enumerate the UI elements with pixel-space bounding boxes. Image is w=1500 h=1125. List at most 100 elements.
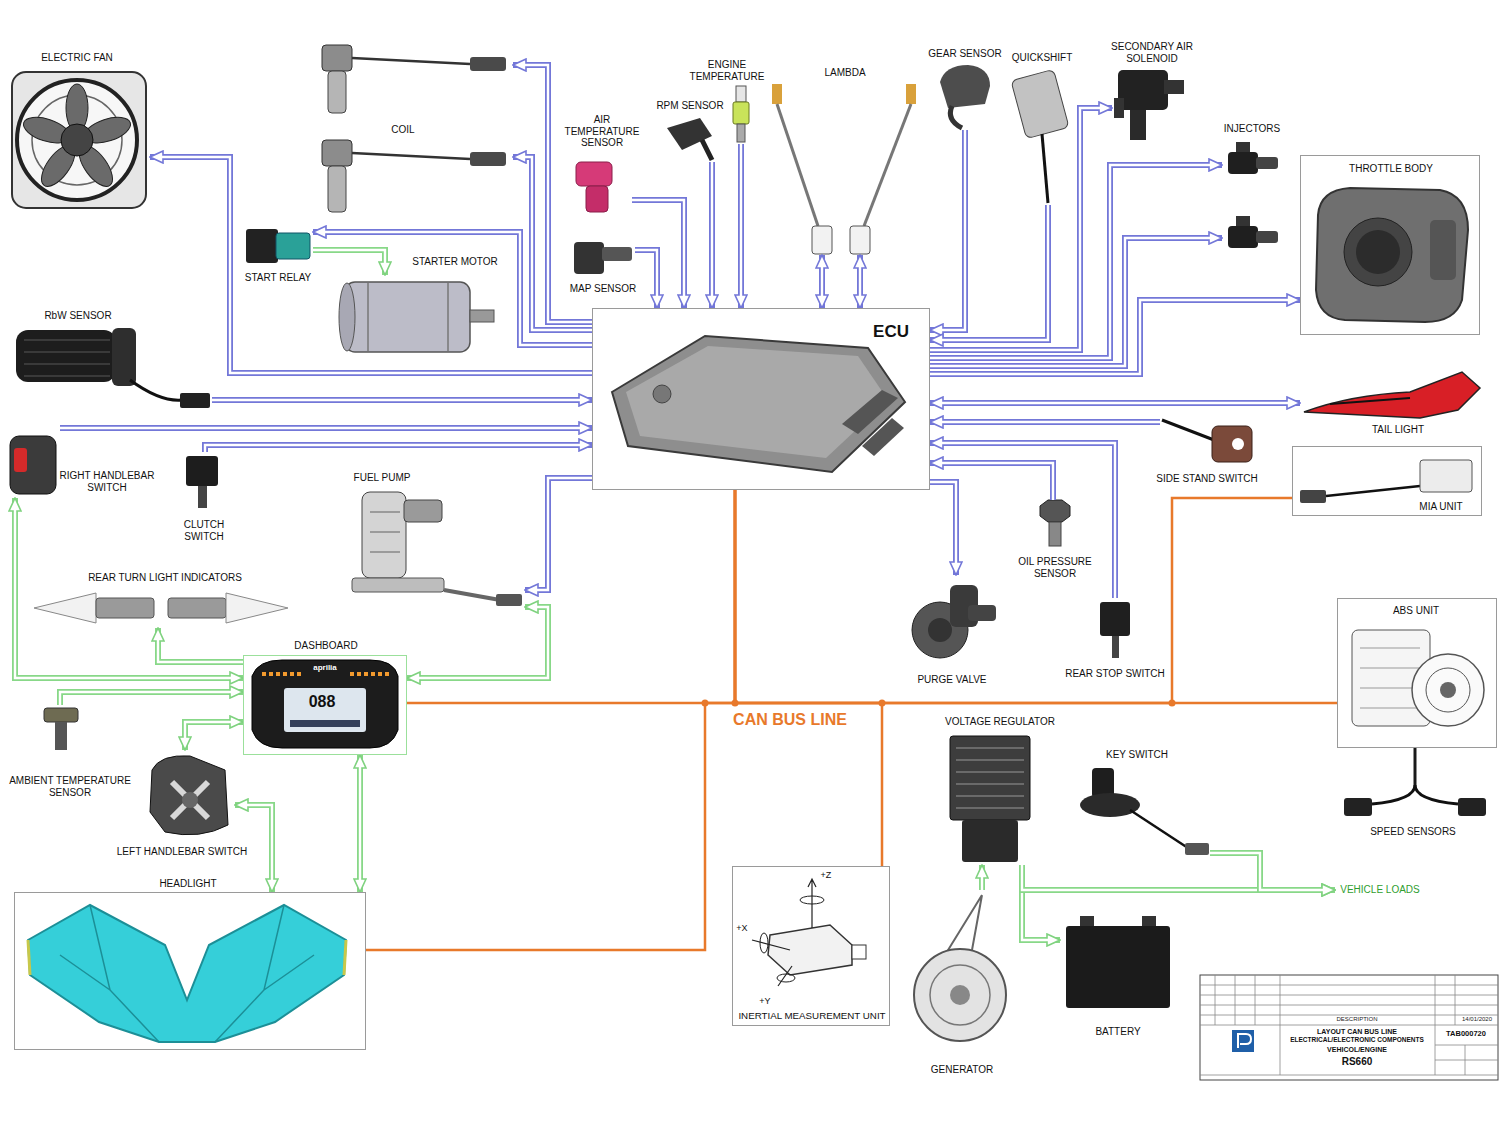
signal-arrow: [712, 162, 713, 308]
signal-arrow: [930, 130, 965, 330]
headlight-lens: [28, 905, 346, 1042]
component-node: MAP SENSOR: [570, 237, 635, 279]
abs-motor: [1412, 654, 1484, 726]
component-node: AIR TEMPERATURE SENSOR: [570, 150, 632, 215]
component-label: TAIL LIGHT: [1372, 424, 1424, 436]
component-label: CLUTCH SWITCH: [172, 519, 236, 542]
rpm-sensor-picture: [667, 118, 712, 160]
regulator-socket: [962, 820, 1018, 862]
component-label: HEADLIGHT: [159, 878, 216, 890]
ecu-socket: [862, 418, 904, 456]
table-header: DESCRIPTION: [1336, 1016, 1377, 1022]
pump-head: [404, 500, 442, 522]
signal-arrow: [212, 397, 592, 403]
switch-body: [186, 456, 218, 486]
start-relay-picture: [246, 229, 310, 263]
power-arrow: [360, 755, 361, 892]
sensor-plug: [736, 86, 746, 102]
ecu-hole: [653, 385, 671, 403]
signal-arrow: [930, 443, 1115, 598]
power-arrow: [982, 865, 983, 890]
map-sensor-picture: [574, 242, 632, 274]
bus-junctions: [702, 700, 1176, 707]
signal-arrow: [822, 255, 823, 308]
can-bus-line: [407, 490, 735, 703]
power-arrow: [60, 692, 243, 705]
component-label: SPEED SENSORS: [1370, 826, 1456, 838]
mia-module: [1420, 460, 1472, 492]
brand-mark: aprilia: [313, 664, 337, 672]
abs-unit-picture: [1352, 630, 1484, 726]
model-name: RS660: [1342, 1057, 1373, 1067]
signal-arrow: [205, 445, 592, 452]
injectors-picture: [1228, 142, 1278, 248]
signal-arrow: [60, 425, 592, 431]
mia-cable: [1326, 486, 1420, 496]
ecu-case: [612, 336, 905, 472]
headlight-picture: [28, 905, 346, 1042]
injector-body: [1228, 152, 1258, 174]
quickshift-picture: [1011, 69, 1069, 203]
component-node: CLUTCH SWITCH: [182, 452, 227, 512]
signal-arrow: [930, 422, 1160, 423]
injector-top: [1236, 142, 1250, 152]
can-bus-line: [735, 490, 882, 866]
injector-nozzle: [1256, 231, 1278, 243]
probe-wire: [864, 104, 911, 226]
signal-arrow: [930, 443, 1115, 598]
signal-arrow: [930, 482, 956, 575]
coil-wire: [352, 58, 470, 64]
arrow-core: [930, 482, 956, 563]
power-arrow: [979, 865, 985, 890]
component-node: SIDE STAND SWITCH: [1160, 415, 1260, 470]
signal-arrow: [150, 157, 592, 373]
coil-wire: [352, 153, 470, 159]
power-arrow: [1022, 865, 1335, 890]
component-node: STARTER MOTOR: [336, 275, 496, 360]
arrow-core: [212, 399, 580, 401]
pump-body: [362, 492, 406, 578]
valve-body: [1118, 70, 1168, 110]
component-label: START RELAY: [245, 272, 312, 284]
generator-rotor: [914, 949, 1006, 1041]
shifter-cable: [1042, 134, 1048, 203]
component-node: RPM SENSOR: [662, 112, 717, 162]
component-label: SECONDARY AIR SOLENOID: [1097, 41, 1207, 64]
component-node: RIGHT HANDLEBAR SWITCH: [8, 420, 60, 498]
signal-arrow: [738, 144, 744, 308]
relay-socket: [276, 233, 310, 259]
power-arrow: [1022, 865, 1060, 940]
signal-arrow: [930, 400, 1300, 406]
starter-motor-picture: [339, 282, 494, 352]
component-frame: MIA UNIT: [1292, 446, 1482, 516]
sensor-body: [940, 65, 990, 108]
generator-picture: [914, 895, 1006, 1041]
component-node: LAMBDA: [770, 80, 920, 255]
coil-picture: [322, 45, 506, 212]
can-bus-line: [366, 490, 735, 950]
switch-body: [1212, 426, 1252, 462]
sensor-wire: [1415, 748, 1416, 785]
bus-label: CAN BUS LINE: [733, 712, 847, 728]
power-arrow: [158, 628, 243, 662]
motor-rib: [368, 283, 448, 351]
component-label: RbW SENSOR: [44, 310, 111, 322]
component-label: STARTER MOTOR: [412, 256, 498, 268]
headlight-trim: [28, 940, 346, 975]
signal-arrow: [150, 157, 592, 373]
dash-bar: [290, 720, 360, 727]
sensor-head: [576, 162, 612, 186]
arrow-core: [60, 692, 231, 705]
throttle-motor: [1430, 220, 1456, 280]
component-label: REAR STOP SWITCH: [1065, 668, 1165, 680]
table-cell: LAYOUT CAN BUS LINE: [1317, 1028, 1397, 1035]
tail-lens: [1304, 372, 1480, 418]
signal-arrow: [930, 130, 965, 330]
indicator-lens: [34, 593, 96, 623]
clutch-switch-picture: [186, 456, 218, 508]
relay-body: [246, 229, 278, 263]
imu-connector: [852, 945, 866, 959]
probe-connector: [812, 226, 832, 254]
mia-unit-picture: [1300, 460, 1472, 503]
